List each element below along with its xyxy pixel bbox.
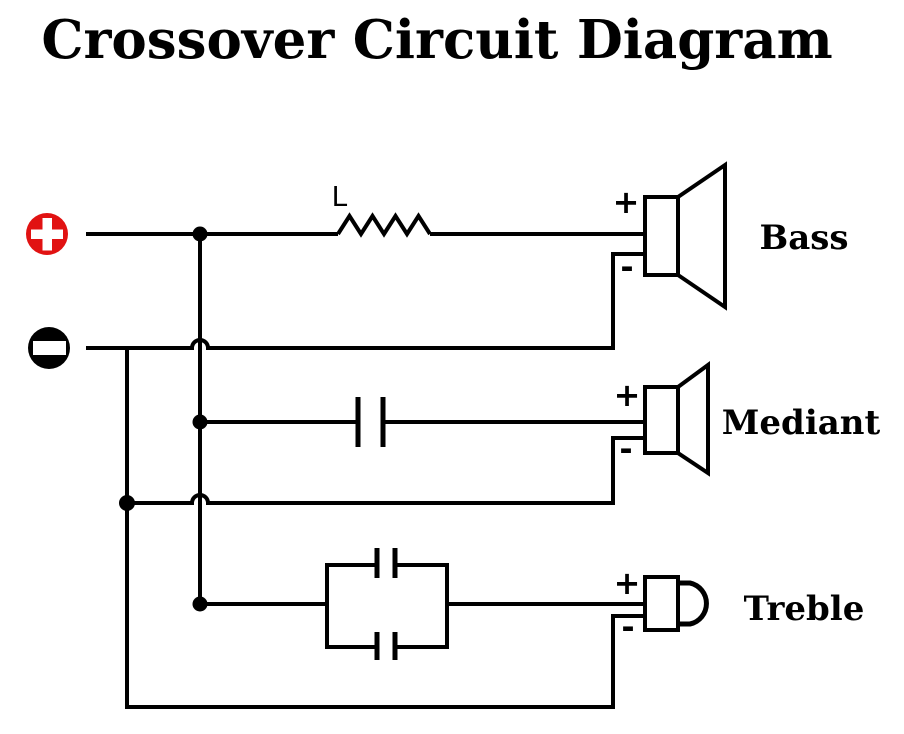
mediant-capacitor xyxy=(355,397,386,447)
junction-dot xyxy=(192,414,208,430)
mediant-minus-label: - xyxy=(619,430,632,468)
bass-speaker-horn xyxy=(676,161,727,311)
junction-dot xyxy=(192,226,208,242)
treble-minus-label: - xyxy=(621,608,634,646)
bass-speaker-body xyxy=(643,195,680,277)
negative-bus-wire-bass-return xyxy=(86,252,645,350)
treble-speaker-dome xyxy=(679,580,709,627)
junction-dot xyxy=(192,596,208,612)
page-title: Crossover Circuit Diagram xyxy=(41,9,832,71)
minus-icon xyxy=(33,341,66,355)
mediant-speaker: + - Mediant xyxy=(614,361,881,477)
treble-parallel-capacitor-frame xyxy=(325,563,449,649)
treble-name-label: Treble xyxy=(744,589,865,629)
junction-dot xyxy=(119,495,135,511)
mediant-name-label: Mediant xyxy=(722,403,881,443)
bass-minus-label: - xyxy=(620,248,633,286)
treble-speaker-body xyxy=(643,575,680,632)
treble-plus-label: + xyxy=(614,564,641,602)
mediant-return-wire xyxy=(127,436,645,505)
mediant-plus-label: + xyxy=(614,376,641,414)
treble-speaker: + - Treble xyxy=(614,564,865,646)
negative-terminal xyxy=(28,327,70,369)
mediant-speaker-body xyxy=(643,385,680,455)
positive-terminal xyxy=(26,213,68,255)
bass-name-label: Bass xyxy=(759,218,848,258)
bass-plus-label: + xyxy=(613,183,640,221)
negative-branch-treble-return-wire xyxy=(125,348,645,709)
inductor-label: L xyxy=(332,181,348,213)
plus-icon xyxy=(31,218,63,251)
inductor-symbol xyxy=(336,212,432,238)
treble-capacitor-bottom xyxy=(374,632,398,660)
bass-speaker: + - Bass xyxy=(613,161,849,311)
mediant-speaker-horn xyxy=(676,361,710,477)
treble-capacitor-top xyxy=(374,548,398,578)
